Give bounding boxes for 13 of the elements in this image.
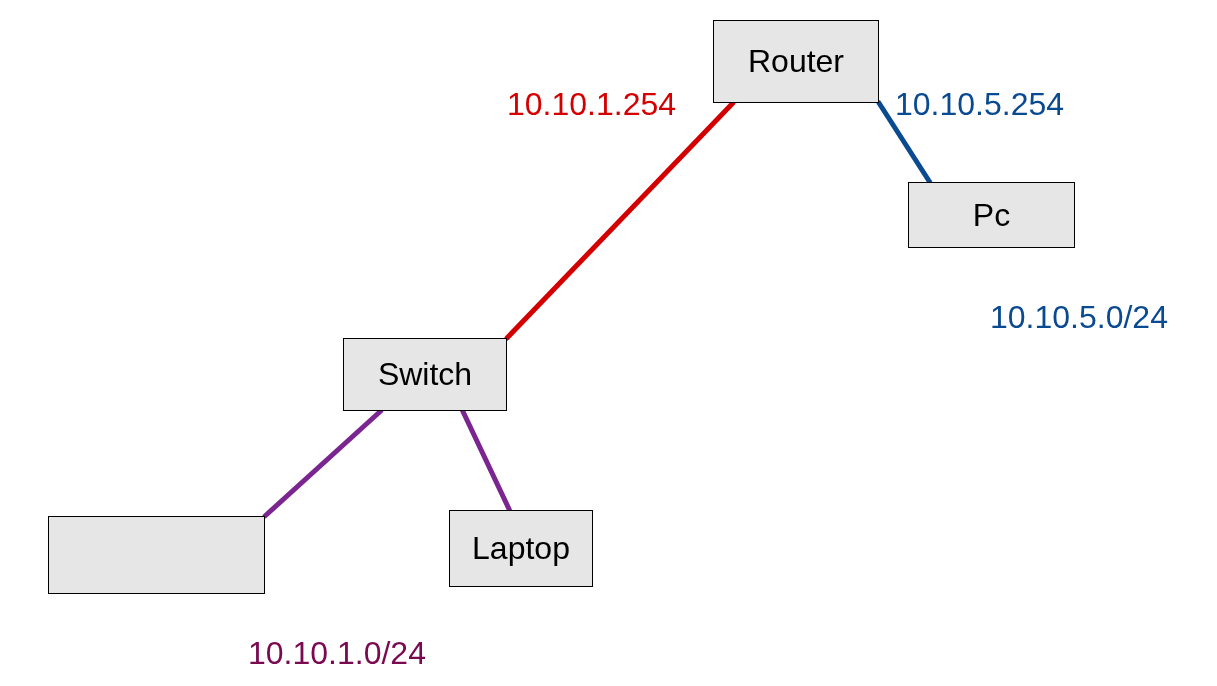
device-label: Pc: [972, 196, 1011, 234]
ip-address-label: 10.10.5.254: [895, 88, 1065, 120]
device-box: [48, 516, 265, 594]
device-label: Laptop: [472, 530, 570, 567]
device-label: Switch: [377, 356, 473, 393]
device-box: [713, 20, 879, 103]
device-label: Router: [747, 43, 844, 80]
ip-address-label: 10.10.5.0/24: [990, 301, 1168, 333]
device-box: [449, 510, 593, 587]
device-box: [343, 338, 507, 411]
ip-address-label: 10.10.1.254: [507, 88, 677, 120]
ip-address-label: 10.10.1.0/24: [248, 637, 426, 669]
device-box: [908, 182, 1075, 248]
